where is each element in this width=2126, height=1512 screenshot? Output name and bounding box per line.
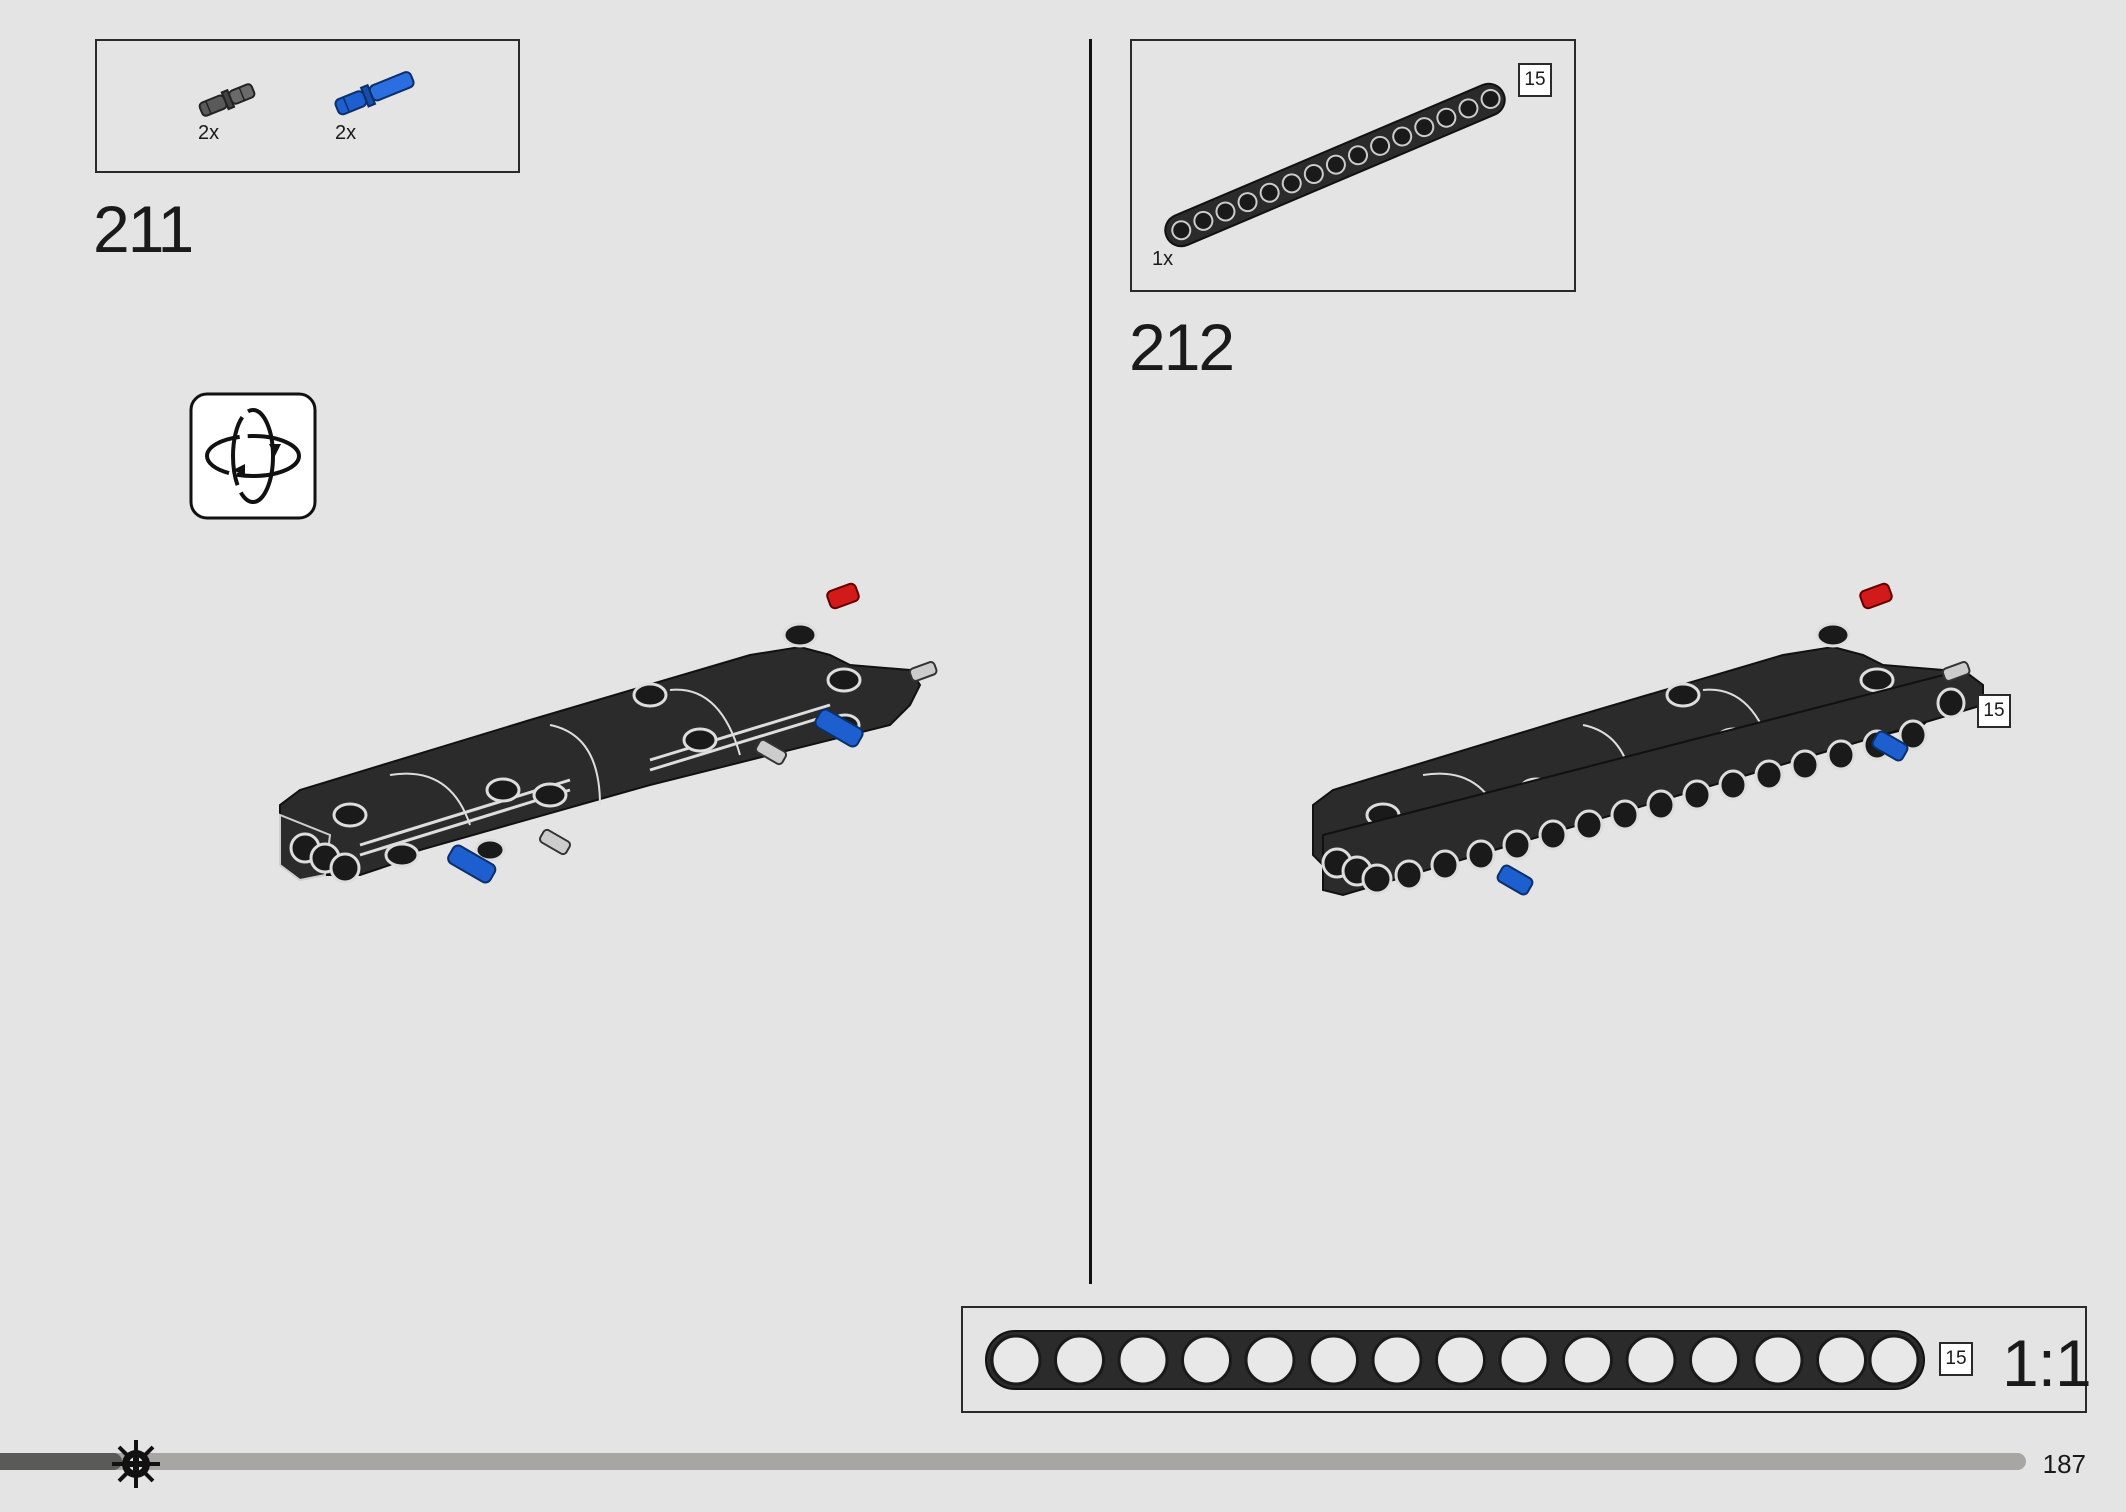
beam-scale-icon [985, 1330, 1925, 1390]
scale-legend-box [961, 1306, 2087, 1413]
step-number: 212 [1129, 310, 1235, 384]
scale-ratio: 1:1 [2002, 1326, 2092, 1400]
assembly-model-211 [279, 582, 938, 884]
progress-track [0, 1453, 2026, 1470]
parts-callout-212 [1130, 39, 1576, 292]
part-qty: 2x [198, 122, 220, 144]
step-number: 211 [93, 192, 194, 266]
part-qty: 1x [1152, 248, 1174, 270]
model-length-tag: 15 [1977, 694, 2011, 728]
beam-15-icon [1164, 82, 1506, 248]
friction-pin-icon [198, 83, 256, 117]
column-divider [1089, 39, 1092, 1284]
part-qty: 2x [335, 122, 357, 144]
part-length-tag: 15 [1518, 63, 1552, 97]
long-pin-icon [334, 71, 415, 116]
parts-callout-211 [95, 39, 520, 173]
gear-icon [112, 1440, 160, 1488]
assembly-model-212 [1312, 582, 1984, 897]
progress-fill [0, 1453, 122, 1470]
scale-length-tag: 15 [1939, 1342, 1973, 1376]
page-number: 187 [2042, 1449, 2086, 1479]
rotate-model-icon [189, 392, 317, 520]
